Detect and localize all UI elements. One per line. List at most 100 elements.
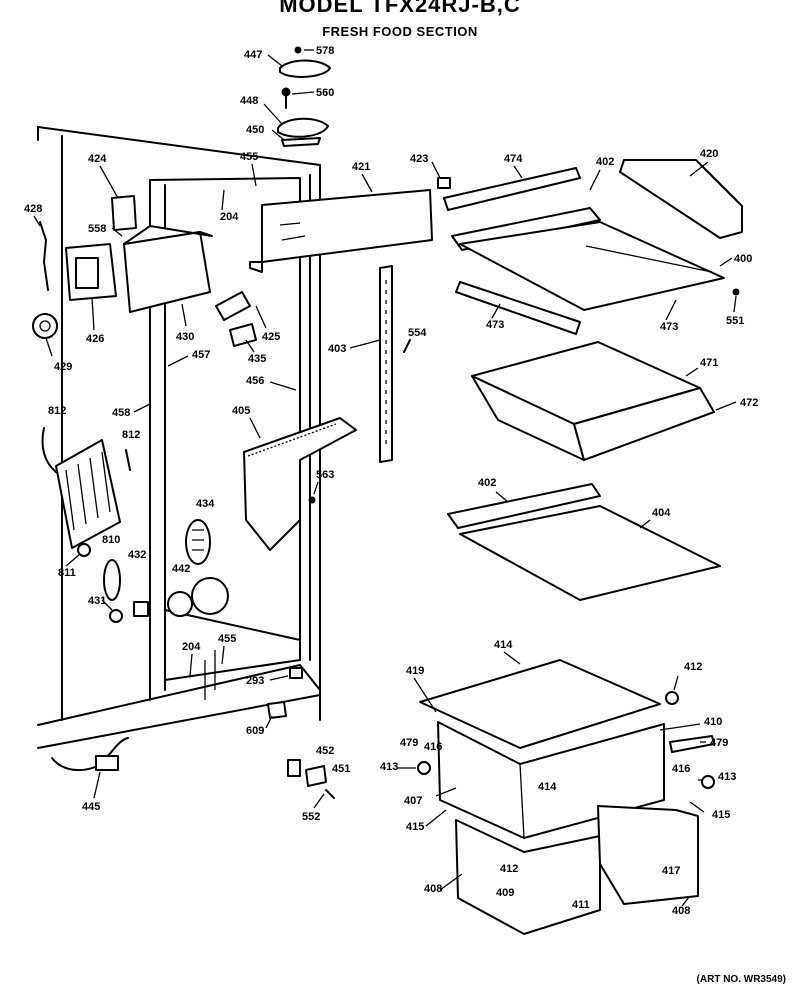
callout-204-bottom: 204 (182, 641, 201, 653)
callout-431: 431 (88, 595, 106, 607)
crisper-drawer-408-left (455, 819, 601, 935)
leader-lines (33, 49, 737, 907)
lens-434 (185, 519, 211, 565)
control-housing-421 (249, 189, 433, 273)
model-title: MODEL TFX24RJ-B,C (279, 0, 521, 17)
callout-410: 410 (704, 716, 722, 728)
screw-552 (325, 789, 335, 799)
callout-419: 419 (406, 665, 424, 677)
knob-412 (665, 691, 679, 705)
clip-425 (215, 291, 251, 321)
screw-554 (403, 339, 411, 353)
motor-442 (167, 577, 229, 617)
section-subtitle: FRESH FOOD SECTION (322, 24, 478, 39)
housing-430 (123, 225, 213, 313)
knob-429 (32, 313, 58, 339)
thermostat-423 (437, 177, 451, 189)
callout-452: 452 (316, 745, 334, 757)
callout-428: 428 (24, 203, 42, 215)
callout-458: 458 (112, 407, 130, 419)
callout-447: 447 (244, 49, 262, 61)
callout-412-top: 412 (684, 661, 702, 673)
callout-457: 457 (192, 349, 210, 361)
callout-421: 421 (352, 161, 370, 173)
drawer-471 (471, 341, 715, 461)
callout-413-left: 413 (380, 761, 398, 773)
callout-474: 474 (504, 153, 523, 165)
callout-416-left: 416 (424, 741, 442, 753)
cap-431 (109, 601, 149, 623)
callout-473-right: 473 (660, 321, 678, 333)
callout-414-bottom: 414 (538, 781, 557, 793)
callout-471: 471 (700, 357, 718, 369)
bracket-609 (267, 701, 287, 719)
callout-558: 558 (88, 223, 106, 235)
callout-455-bottom: 455 (218, 633, 236, 645)
clip-451 (305, 765, 327, 787)
hinge-448 (277, 117, 329, 147)
callout-552: 552 (302, 811, 320, 823)
callout-424: 424 (88, 153, 107, 165)
hinge-cover-447 (279, 46, 331, 78)
callout-811: 811 (58, 567, 76, 579)
callout-411: 411 (572, 899, 590, 911)
callout-414-top: 414 (494, 639, 513, 651)
light-shield-405 (243, 417, 357, 551)
screw-560 (281, 87, 291, 109)
callout-479-left: 479 (400, 737, 418, 749)
bracket-474 (443, 167, 581, 211)
callout-810: 810 (102, 534, 120, 546)
bulb-432 (103, 559, 121, 601)
crisper-cover-420 (619, 159, 743, 239)
callout-430: 430 (176, 331, 194, 343)
callout-402-top: 402 (596, 156, 614, 168)
callout-578: 578 (316, 45, 334, 57)
heater-812 (41, 427, 121, 549)
callout-609: 609 (246, 725, 264, 737)
shelf-404 (447, 483, 721, 601)
callout-435: 435 (248, 353, 266, 365)
clamp-811 (77, 543, 91, 557)
cord-445 (51, 737, 129, 771)
callout-450: 450 (246, 124, 264, 136)
cover-414 (419, 659, 661, 749)
callout-408-right: 408 (672, 905, 690, 917)
callout-420: 420 (700, 148, 718, 160)
screw-563 (308, 496, 316, 504)
callout-551: 551 (726, 315, 744, 327)
callout-455-top: 455 (240, 151, 258, 163)
callout-408-left: 408 (424, 883, 442, 895)
crisper-drawer-408-right (597, 805, 699, 905)
callout-429: 429 (54, 361, 72, 373)
callout-204-top: 204 (220, 211, 239, 223)
callout-416-right: 416 (672, 763, 690, 775)
light-socket-424 (111, 195, 137, 231)
callout-563: 563 (316, 469, 334, 481)
callout-451: 451 (332, 763, 350, 775)
callout-417: 417 (662, 865, 680, 877)
knob-413 (417, 761, 715, 789)
callout-415-left: 415 (406, 821, 424, 833)
callout-812-right: 812 (122, 429, 140, 441)
art-number: (ART NO. WR3549) (696, 974, 786, 985)
clip-293 (289, 667, 303, 679)
callout-812-left: 812 (48, 405, 66, 417)
callout-426: 426 (86, 333, 104, 345)
wire-428 (39, 221, 49, 291)
callout-456: 456 (246, 375, 264, 387)
callout-432: 432 (128, 549, 146, 561)
callout-442: 442 (172, 563, 190, 575)
callout-293: 293 (246, 675, 264, 687)
callout-402-mid: 402 (478, 477, 496, 489)
bracket-452 (287, 759, 301, 777)
callout-472: 472 (740, 397, 758, 409)
rail-473 (455, 281, 581, 335)
callout-412-bottom: 412 (500, 863, 518, 875)
shelf-400 (459, 221, 725, 311)
callout-labels: 578 447 560 448 450 421 423 474 402 420 … (24, 45, 758, 917)
rail-479 (669, 735, 715, 753)
callout-400: 400 (734, 253, 752, 265)
callout-423: 423 (410, 153, 428, 165)
screw-812 (125, 449, 131, 471)
